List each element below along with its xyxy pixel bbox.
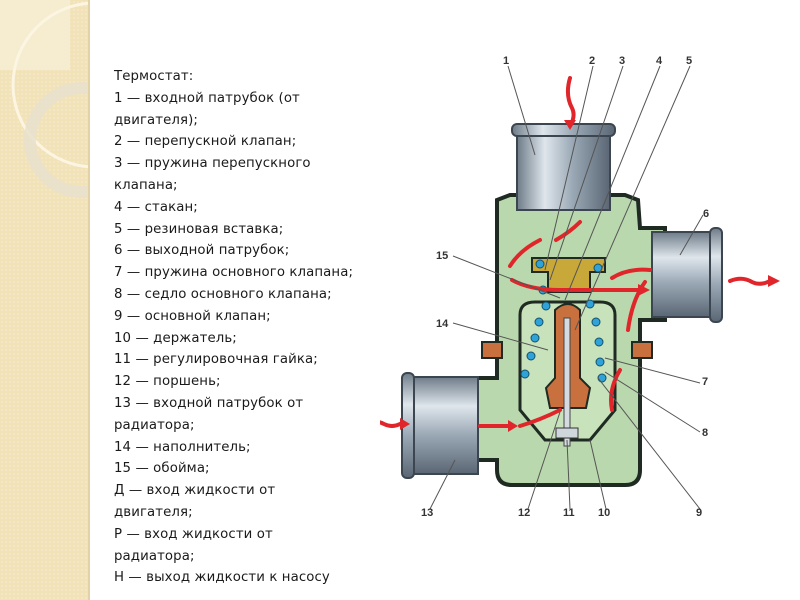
legend-line: Н — выход жидкости к насосу bbox=[114, 570, 330, 586]
legend-text: Термостат: 1 — входной патрубок (от двиг… bbox=[114, 66, 384, 589]
legend-line: 15 — обойма; bbox=[114, 461, 210, 477]
legend-line: 3 — пружина перепускного bbox=[114, 156, 311, 172]
legend-line: двигателя; bbox=[114, 504, 193, 520]
flange-left bbox=[481, 341, 503, 359]
legend-line: 4 — стакан; bbox=[114, 199, 198, 215]
legend-line: 2 — перепускной клапан; bbox=[114, 134, 297, 150]
decor-circles bbox=[11, 1, 88, 198]
callout-3: 3 bbox=[619, 55, 625, 67]
callout-13: 13 bbox=[421, 507, 433, 519]
callout-7: 7 bbox=[702, 376, 708, 388]
legend-line: двигателя); bbox=[114, 112, 198, 128]
callout-2: 2 bbox=[589, 55, 595, 67]
callout-14: 14 bbox=[436, 318, 449, 330]
callout-11: 11 bbox=[563, 507, 575, 519]
legend-line: 14 — наполнитель; bbox=[114, 439, 251, 455]
legend-line: 5 — резиновая вставка; bbox=[114, 221, 284, 237]
callout-9: 9 bbox=[696, 507, 702, 519]
callout-4: 4 bbox=[656, 55, 663, 67]
callout-8: 8 bbox=[702, 427, 708, 439]
legend-line: 12 — поршень; bbox=[114, 374, 221, 390]
inlet-pipe-engine-rim bbox=[511, 123, 616, 137]
legend-line: Д — вход жидкости от bbox=[114, 483, 276, 499]
legend-line: 7 — пружина основного клапана; bbox=[114, 265, 354, 281]
flange-right bbox=[631, 341, 653, 359]
legend-line: Р — вход жидкости от bbox=[114, 526, 273, 542]
legend-line: 1 — входной патрубок (от bbox=[114, 90, 300, 106]
legend-line: 13 — входной патрубок от bbox=[114, 395, 304, 411]
decor-ring-small bbox=[24, 82, 88, 198]
legend-line: 6 — выходной патрубок; bbox=[114, 243, 290, 259]
piston-rod bbox=[563, 317, 571, 447]
legend-line: 8 — седло основного клапана; bbox=[114, 286, 332, 302]
adjusting-nut bbox=[555, 427, 579, 439]
callout-leader-lines bbox=[429, 65, 704, 510]
callout-10: 10 bbox=[598, 507, 610, 519]
callout-5: 5 bbox=[686, 55, 692, 67]
callout-12: 12 bbox=[518, 507, 530, 519]
legend-line: 11 — регулировочная гайка; bbox=[114, 352, 318, 368]
legend-title: Термостат: bbox=[114, 69, 194, 84]
legend-line: радиатора; bbox=[114, 548, 195, 564]
callout-1: 1 bbox=[503, 55, 509, 67]
thermostat-diagram: 1 2 3 4 5 6 7 8 9 10 11 12 13 14 15 bbox=[380, 55, 780, 519]
legend-line: 10 — держатель; bbox=[114, 330, 237, 346]
outlet-pipe bbox=[651, 231, 718, 318]
outlet-pipe-rim bbox=[709, 227, 723, 323]
legend-line: радиатора; bbox=[114, 417, 195, 433]
legend-line: 9 — основной клапан; bbox=[114, 308, 271, 324]
legend-line: клапана; bbox=[114, 177, 178, 193]
arrow-heads bbox=[400, 120, 780, 432]
callout-15: 15 bbox=[436, 250, 448, 262]
decor-ring-large bbox=[11, 1, 88, 169]
callout-6: 6 bbox=[703, 208, 709, 220]
inlet-pipe-radiator bbox=[407, 376, 479, 475]
slide-decoration-sidebar bbox=[0, 0, 90, 600]
